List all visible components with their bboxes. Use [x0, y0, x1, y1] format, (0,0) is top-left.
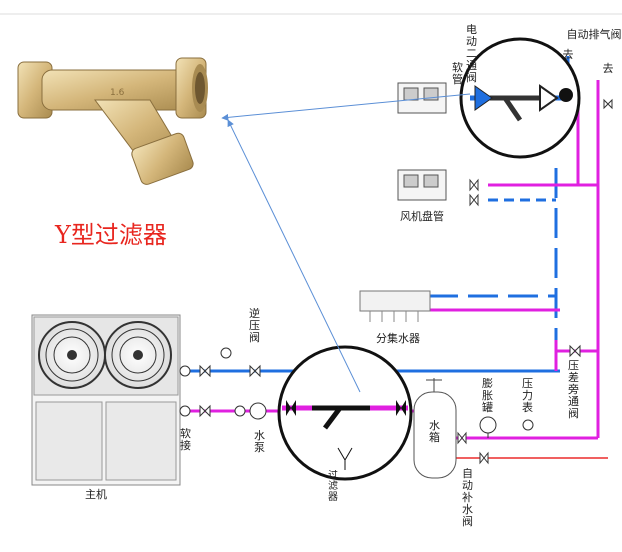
water-tank	[413, 378, 457, 479]
fan-coil-bottom	[397, 169, 447, 201]
pump-label-wrap: 水泵	[254, 430, 265, 454]
pointer-arrow-top	[221, 93, 471, 121]
pressure-gauge-symbol	[522, 419, 534, 431]
bypass-valve-label: 压差旁通阀	[568, 360, 579, 420]
bypass-label-wrap: 压差旁通阀	[568, 360, 579, 420]
expansion-tank-label: 膨胀罐	[482, 378, 493, 414]
tank-label-wrap: 水箱	[429, 420, 440, 444]
soft-pipe-label-wrap: 软管	[452, 62, 463, 86]
filter-label: 过滤器	[328, 470, 338, 503]
y-filter-photo: 1.6	[17, 57, 208, 185]
pump-label: 水泵	[254, 430, 265, 454]
page-title: Y型过滤器	[54, 221, 167, 249]
gauge-symbol	[220, 347, 232, 359]
filter-label-wrap: 过滤器	[328, 470, 338, 503]
valve-symbols	[179, 98, 613, 465]
check-valve-label-wrap: 逆压阀	[249, 308, 260, 344]
expansion-label-wrap: 膨胀罐	[482, 378, 493, 414]
auto-makeup-label: 自动补水阀	[462, 468, 473, 528]
check-valve-label: 逆压阀	[249, 308, 260, 344]
pressure-gauge-label-wrap: 压力表	[522, 378, 533, 414]
manifold	[359, 290, 431, 322]
tank-label: 水箱	[429, 420, 440, 444]
auto-makeup-label-wrap: 自动补水阀	[462, 468, 473, 528]
soft-pipe-label: 软管	[452, 62, 463, 86]
vent-symbol-1: 去	[563, 48, 574, 61]
magnify-circle-top	[459, 37, 581, 159]
fan-coil-label: 风机盘管	[400, 209, 444, 223]
fan-coil-top	[397, 82, 447, 114]
manifold-label: 分集水器	[376, 331, 420, 345]
svg-text:1.6: 1.6	[110, 88, 125, 98]
auto-vent-label: 自动排气阀	[567, 27, 622, 41]
soft-joint-label-wrap: 软接	[180, 428, 191, 452]
soft-joint-label: 软接	[180, 428, 191, 452]
pointer-arrow-bottom	[227, 119, 361, 393]
main-unit-label: 主机	[85, 487, 107, 501]
pressure-gauge-label: 压力表	[522, 378, 533, 414]
magnify-circle-bottom	[277, 345, 413, 481]
motor-valve-label: 电动二通阀	[466, 24, 477, 84]
main-unit	[31, 314, 181, 486]
vent-symbol-2: 去	[603, 62, 614, 75]
motor-valve-label-wrap: 电动二通阀	[466, 24, 477, 84]
